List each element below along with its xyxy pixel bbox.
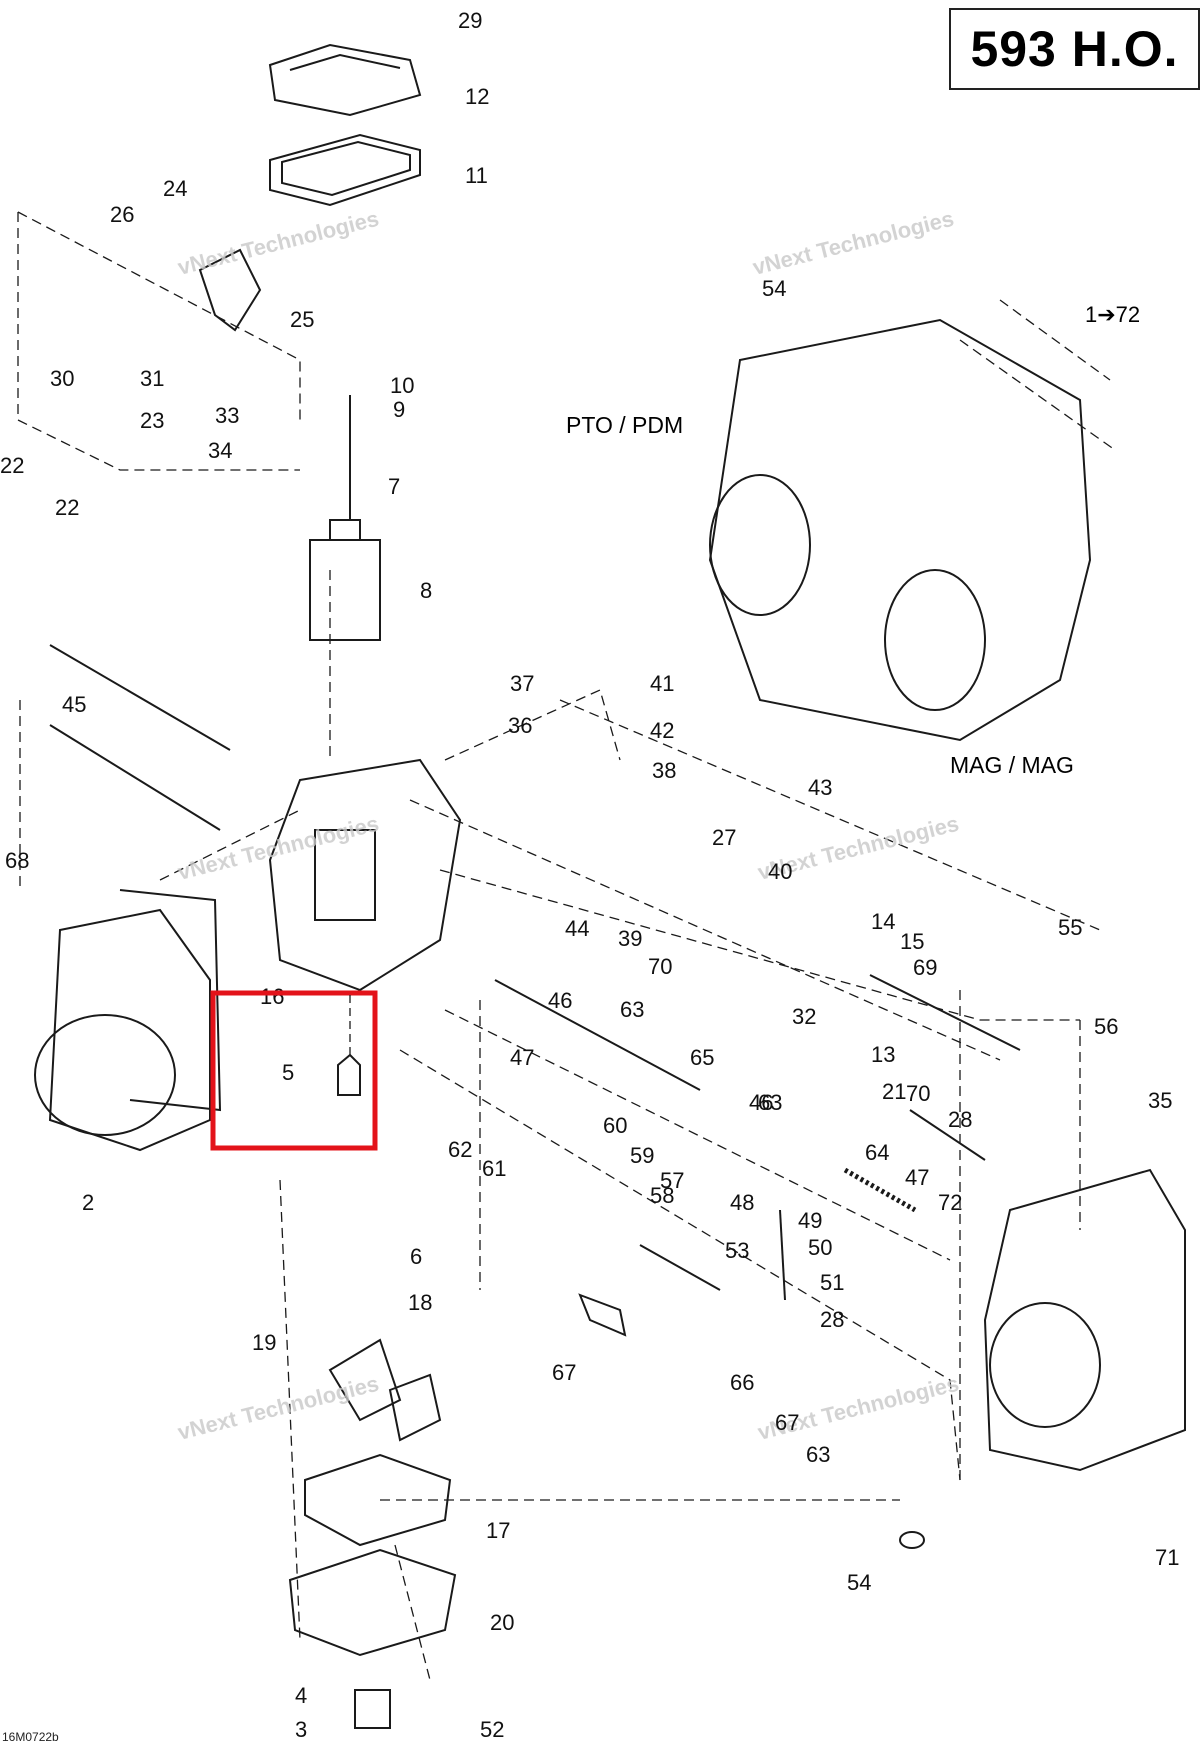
- callout-40: 40: [768, 859, 792, 884]
- callout-23: 23: [140, 408, 164, 433]
- callout-64: 64: [865, 1140, 889, 1165]
- callout-12: 12: [465, 84, 489, 109]
- callout-36: 36: [508, 713, 532, 738]
- highlight-frame: [210, 990, 378, 1151]
- callout-14: 14: [871, 909, 895, 934]
- callout-60: 60: [603, 1113, 627, 1138]
- callout-2: 2: [82, 1190, 94, 1215]
- callout-51: 51: [820, 1270, 844, 1295]
- callout-24: 24: [163, 176, 187, 201]
- model-title-box: 593 H.O.: [949, 8, 1200, 90]
- callout-46: 46: [749, 1090, 773, 1115]
- model-title: 593 H.O.: [970, 21, 1179, 77]
- callout-29: 29: [458, 8, 482, 33]
- callout-44: 44: [565, 916, 589, 941]
- watermark-text: vNext Technologies: [175, 206, 381, 280]
- callout-46: 46: [548, 988, 572, 1013]
- callout-71: 71: [1155, 1545, 1179, 1570]
- callout-42: 42: [650, 718, 674, 743]
- callout-5: 5: [282, 1060, 294, 1085]
- callout-33: 33: [215, 403, 239, 428]
- callout-47: 47: [905, 1165, 929, 1190]
- callout-8: 8: [420, 578, 432, 603]
- callout-15: 15: [900, 929, 924, 954]
- watermark-text: vNext Technologies: [750, 206, 956, 280]
- callout-3: 3: [295, 1717, 307, 1742]
- callout-31: 31: [140, 366, 164, 391]
- callout-16: 16: [260, 984, 284, 1009]
- callout-68: 68: [5, 848, 29, 873]
- callout-69: 69: [913, 955, 937, 980]
- callout-53: 53: [725, 1238, 749, 1263]
- callout-58: 58: [650, 1183, 674, 1208]
- callout-65: 65: [690, 1045, 714, 1070]
- callout-35: 35: [1148, 1088, 1172, 1113]
- drawing-code: 16M0722b: [2, 1730, 59, 1744]
- callout-39: 39: [618, 926, 642, 951]
- callout-70: 70: [906, 1081, 930, 1106]
- callout-43: 43: [808, 775, 832, 800]
- callout-10: 10: [390, 373, 414, 398]
- callout-21: 21: [882, 1079, 906, 1104]
- callout-17: 17: [486, 1518, 510, 1543]
- callout-67: 67: [552, 1360, 576, 1385]
- callout-54: 54: [847, 1570, 871, 1595]
- part-5-jet: [337, 1053, 361, 1096]
- callout-55: 55: [1058, 915, 1082, 940]
- callout-72: 72: [938, 1190, 962, 1215]
- callout-37: 37: [510, 671, 534, 696]
- callout-30: 30: [50, 366, 74, 391]
- callout-63: 63: [758, 1090, 782, 1115]
- callout-34: 34: [208, 438, 232, 463]
- callout-48: 48: [730, 1190, 754, 1215]
- callout-32: 32: [792, 1004, 816, 1029]
- callout-7: 7: [388, 474, 400, 499]
- callout-18: 18: [408, 1290, 432, 1315]
- callout-66: 66: [730, 1370, 754, 1395]
- callout-63: 63: [620, 997, 644, 1022]
- callout-4: 4: [295, 1683, 307, 1708]
- callout-28: 28: [948, 1107, 972, 1132]
- callout-63: 63: [806, 1442, 830, 1467]
- callout-19: 19: [252, 1330, 276, 1355]
- callout-41: 41: [650, 671, 674, 696]
- assembly-range-label: 1➔72: [1085, 302, 1140, 327]
- callout-62: 62: [448, 1137, 472, 1162]
- callout-11: 11: [465, 163, 488, 188]
- callout-22: 22: [0, 453, 24, 478]
- callout-50: 50: [808, 1235, 832, 1260]
- callout-59: 59: [630, 1143, 654, 1168]
- callout-45: 45: [62, 692, 86, 717]
- callout-9: 9: [393, 397, 405, 422]
- callout-54: 54: [762, 276, 786, 301]
- callout-13: 13: [871, 1042, 895, 1067]
- callout-52: 52: [480, 1717, 504, 1742]
- callout-26: 26: [110, 202, 134, 227]
- callout-49: 49: [798, 1208, 822, 1233]
- callout-61: 61: [482, 1156, 506, 1181]
- callout-47: 47: [510, 1045, 534, 1070]
- callout-57: 57: [660, 1168, 684, 1193]
- callout-20: 20: [490, 1610, 514, 1635]
- callout-70: 70: [648, 954, 672, 979]
- callout-27: 27: [712, 825, 736, 850]
- pto-view-label: PTO / PDM: [566, 412, 683, 438]
- callout-25: 25: [290, 307, 314, 332]
- callout-67: 67: [775, 1410, 799, 1435]
- watermark-text: vNext Technologies: [175, 1371, 381, 1445]
- mag-view-label: MAG / MAG: [950, 752, 1074, 778]
- callout-38: 38: [652, 758, 676, 783]
- callout-6: 6: [410, 1244, 422, 1269]
- callout-56: 56: [1094, 1014, 1118, 1039]
- callout-28: 28: [820, 1307, 844, 1332]
- callout-22: 22: [55, 495, 79, 520]
